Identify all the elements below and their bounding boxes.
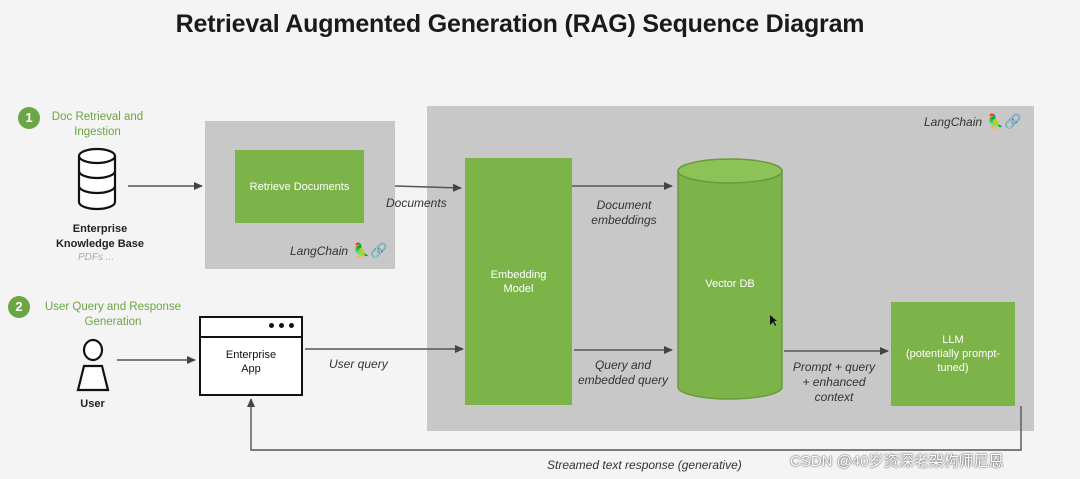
arrow-streamed-response	[247, 398, 1022, 451]
streamed-response-label: Streamed text response (generative)	[547, 458, 742, 472]
vector-db-cylinder	[677, 158, 783, 400]
user-query-label: User query	[329, 357, 388, 371]
window-dot-icon	[269, 323, 274, 328]
page-title: Retrieval Augmented Generation (RAG) Seq…	[175, 10, 865, 38]
doc-embeddings-label: Document embeddings	[591, 198, 657, 227]
step-2-label: User Query and Response Generation	[44, 301, 182, 328]
mouse-cursor-icon	[770, 315, 777, 326]
parrot-icon: 🦜	[352, 242, 370, 258]
llm-box: LLM (potentially prompt- tuned)	[891, 302, 1015, 406]
app-title-bar	[201, 318, 301, 338]
step-1-badge: 1	[18, 107, 40, 129]
documents-label: Documents	[386, 196, 447, 210]
langchain-badge-left: LangChain 🦜🔗	[290, 242, 388, 258]
knowledge-base-label: Enterprise Knowledge Base	[55, 223, 145, 250]
arrow-documents	[394, 183, 462, 192]
user-icon	[76, 338, 110, 392]
watermark: CSDN @40岁资深老架构师尼恩	[790, 453, 1004, 470]
step-1-label: Doc Retrieval and Ingestion	[51, 111, 144, 138]
pdfs-label: PDFs ...	[78, 252, 115, 263]
query-embedded-label: Query and embedded query	[577, 358, 669, 387]
database-icon	[77, 147, 117, 211]
window-dot-icon	[289, 323, 294, 328]
retrieve-documents-box: Retrieve Documents	[235, 150, 364, 223]
window-dot-icon	[279, 323, 284, 328]
chain-link-icon: 🔗	[1003, 113, 1022, 129]
vector-db-label: Vector DB	[705, 278, 755, 290]
prompt-label: Prompt + query + enhanced context	[792, 360, 876, 404]
chain-link-icon: 🔗	[369, 242, 388, 258]
enterprise-app-window: Enterprise App	[199, 316, 303, 396]
parrot-icon: 🦜	[986, 113, 1004, 129]
user-label: User	[80, 398, 105, 410]
enterprise-app-label: Enterprise App	[225, 349, 277, 375]
step-2-badge: 2	[8, 296, 30, 318]
langchain-badge-right: LangChain 🦜🔗	[924, 113, 1022, 129]
